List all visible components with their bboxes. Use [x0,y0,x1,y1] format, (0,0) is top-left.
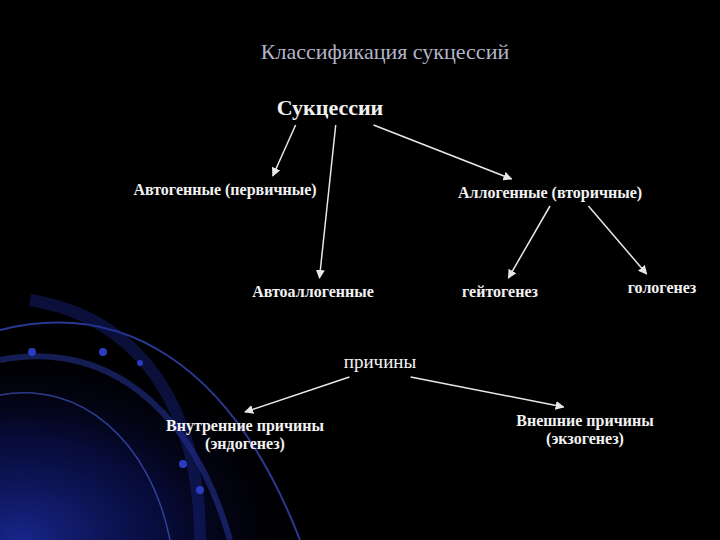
node-text: Внешние причины (экзогенез) [483,412,688,448]
arrow-connector [508,206,550,278]
arrow-connector [411,377,564,407]
arrow-connector [374,125,512,179]
text-node: Сукцессии [273,93,388,123]
arrow-connector [588,206,646,274]
node-text: Внутренние причины (эндогенез) [138,417,353,453]
text-node: Автоаллогенные [248,281,378,303]
text-node: причины [340,349,421,375]
arrow-connector [273,125,296,176]
text-node: Аллогенные (вторичные) [454,182,646,204]
node-text: гейтогенез [462,283,538,301]
node-text: Автогенные (первичные) [133,181,316,199]
slide-title: Классификация сукцессий [261,39,509,65]
text-node: гейтогенез [458,281,542,303]
node-text: Сукцессии [277,95,384,121]
arrow-connector [245,377,349,412]
node-text: Автоаллогенные [252,283,374,301]
node-text: Аллогенные (вторичные) [458,184,642,202]
node-text: гологенез [628,279,697,297]
text-node: гологенез [624,277,701,299]
arrow-connector [319,125,335,278]
text-node: Автогенные (первичные) [129,179,320,201]
node-text: причины [344,351,417,373]
text-node: Внутренние причины (эндогенез) [134,415,357,455]
text-node: Внешние причины (экзогенез) [479,410,692,450]
